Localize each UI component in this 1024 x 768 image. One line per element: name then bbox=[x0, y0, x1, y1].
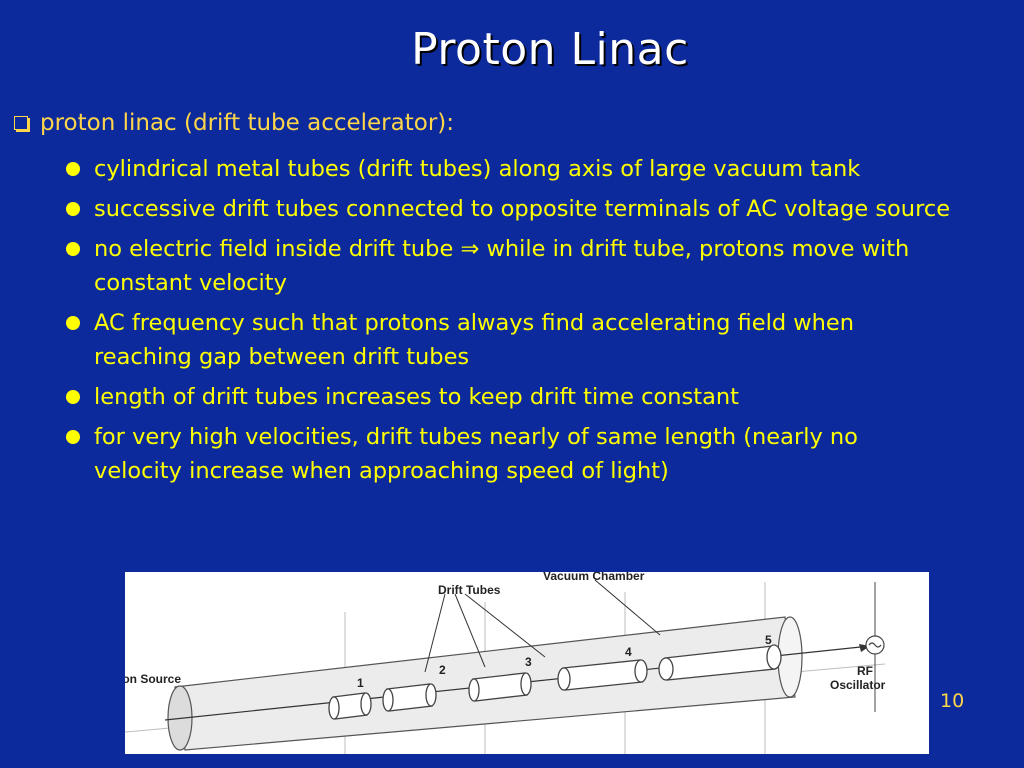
label-rf: RF bbox=[857, 664, 873, 678]
bullet-list: cylindrical metal tubes (drift tubes) al… bbox=[62, 152, 952, 494]
bullet-item: AC frequency such that protons always fi… bbox=[62, 306, 952, 374]
heading-line: proton linac (drift tube accelerator): bbox=[14, 110, 454, 136]
bullet-dot-icon bbox=[66, 430, 80, 444]
linac-diagram: Vacuum Chamber Drift Tubes Ion Source RF… bbox=[125, 572, 929, 754]
bullet-dot-icon bbox=[66, 202, 80, 216]
bullet-text: length of drift tubes increases to keep … bbox=[94, 384, 739, 410]
bullet-item: no electric field inside drift tube ⇒ wh… bbox=[62, 232, 952, 300]
label-oscillator: Oscillator bbox=[830, 678, 886, 692]
bullet-text: no electric field inside drift tube ⇒ wh… bbox=[94, 236, 910, 296]
label-tube-3: 3 bbox=[525, 655, 532, 669]
bullet-dot-icon bbox=[66, 316, 80, 330]
bullet-dot-icon bbox=[66, 242, 80, 256]
label-drift-tubes: Drift Tubes bbox=[438, 583, 501, 597]
label-leaders bbox=[424, 579, 661, 673]
bullet-item: length of drift tubes increases to keep … bbox=[62, 380, 952, 414]
label-tube-2: 2 bbox=[439, 663, 446, 677]
checkbox-bullet-icon bbox=[14, 116, 28, 130]
bullet-item: for very high velocities, drift tubes ne… bbox=[62, 420, 952, 488]
label-tube-1: 1 bbox=[357, 676, 364, 690]
bullet-text: for very high velocities, drift tubes ne… bbox=[94, 424, 858, 484]
label-tube-5: 5 bbox=[765, 633, 772, 647]
bullet-dot-icon bbox=[66, 390, 80, 404]
bullet-text: successive drift tubes connected to oppo… bbox=[94, 196, 951, 222]
linac-diagram-svg: Vacuum Chamber Drift Tubes Ion Source RF… bbox=[125, 572, 886, 754]
drift-tube-shapes bbox=[328, 644, 782, 720]
bullet-item: successive drift tubes connected to oppo… bbox=[62, 192, 952, 226]
bullet-text: cylindrical metal tubes (drift tubes) al… bbox=[94, 156, 861, 182]
label-vacuum-chamber: Vacuum Chamber bbox=[543, 572, 645, 583]
bullet-dot-icon bbox=[66, 162, 80, 176]
page-number: 10 bbox=[940, 690, 965, 712]
bullet-text: AC frequency such that protons always fi… bbox=[94, 310, 855, 370]
bullet-item: cylindrical metal tubes (drift tubes) al… bbox=[62, 152, 952, 186]
label-tube-4: 4 bbox=[625, 645, 632, 659]
label-ion-source: Ion Source bbox=[125, 672, 181, 686]
heading-text: proton linac (drift tube accelerator): bbox=[40, 110, 454, 136]
slide-title: Proton Linac bbox=[411, 24, 689, 75]
